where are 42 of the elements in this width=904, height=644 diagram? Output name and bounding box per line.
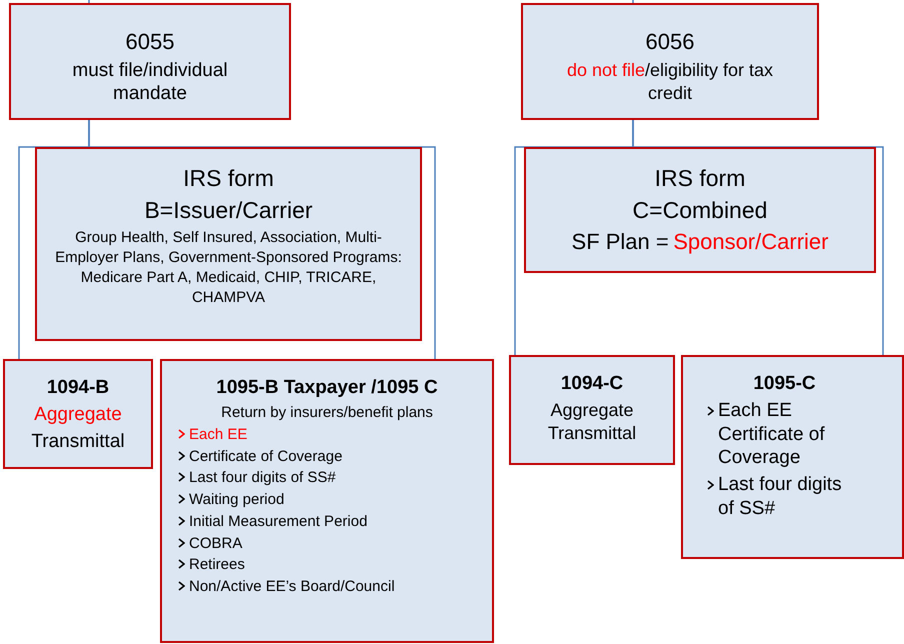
box-heading: IRS form (654, 165, 746, 191)
box-text: Aggregate Transmittal (548, 400, 636, 443)
list-item: Last four digits of SS# (189, 469, 336, 488)
list-item: Initial Measurement Period (189, 512, 368, 532)
process-box (35, 147, 422, 341)
box-text: B=Issuer/Carrier (144, 196, 313, 223)
connector-line (632, 0, 634, 3)
box-text: /eligibility for tax credit (645, 60, 774, 102)
list-item: Last four digits of SS# (718, 473, 843, 520)
list-item: Waiting period (189, 491, 284, 510)
box-text: SF Plan = (572, 228, 669, 254)
box-text: Return by insurers/benefit plans (221, 404, 433, 421)
box-text: Group Health, Self Insured, Association, Multi-Employer Plans, Government-Sponsored Programs: Medicare Part A, Medicaid, CHIP, TRICARE, CHAMPVA (55, 228, 402, 306)
box-text: do not file (566, 60, 645, 80)
box-text: must file/individual mandate (72, 60, 228, 104)
list-item: Each EE (189, 426, 248, 444)
connector-line (632, 120, 884, 355)
list-item: Each EE Certificate of Coverage (718, 398, 826, 470)
box-text: Aggregate (34, 404, 122, 425)
box-text: Sponsor/Carrier (673, 228, 828, 254)
process-box (160, 359, 494, 643)
process-box (521, 3, 819, 120)
box-heading: 1094-B (46, 377, 110, 398)
box-heading: 1095-B Taxpayer /1095 C (216, 377, 438, 398)
process-box (3, 359, 153, 469)
process-box (524, 147, 876, 273)
process-box (681, 355, 904, 559)
list-item: Retirees (189, 556, 245, 575)
box-heading: 6055 (126, 29, 174, 54)
process-box (9, 3, 291, 120)
list-item: COBRA (189, 534, 242, 554)
process-box (509, 355, 675, 465)
list-item: Certificate of Coverage (189, 448, 342, 466)
box-text: C=Combined (632, 196, 768, 223)
box-heading: 1095-C (753, 373, 816, 394)
box-heading: 6056 (646, 29, 694, 54)
connector-line (88, 0, 90, 3)
connector-line (88, 120, 436, 359)
box-heading: 1094-C (560, 373, 624, 394)
box-text: Transmittal (31, 430, 125, 452)
list-item: Non/Active EE’s Board/Council (189, 578, 395, 597)
box-heading: IRS form (183, 165, 274, 191)
